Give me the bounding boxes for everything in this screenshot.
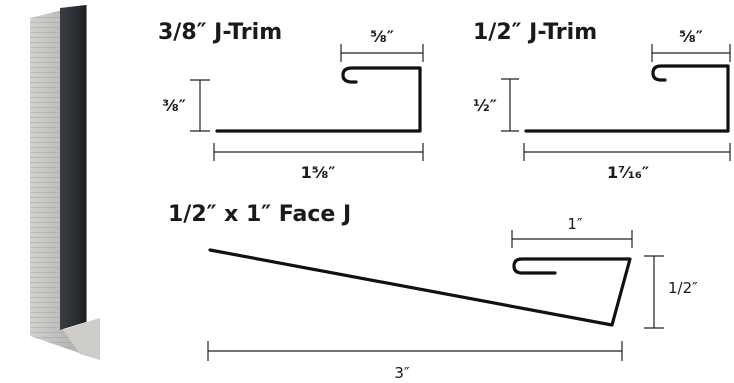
trim-38-title: 3/8″ J-Trim: [158, 20, 282, 45]
trim-38-top-dim-label: ⅝″: [370, 27, 394, 46]
trim-dark-flange: [60, 5, 86, 330]
trim-12-profile: [524, 64, 730, 133]
trim-38-side-dim-label: ⅜″: [162, 96, 186, 115]
j-trim-photo: [30, 5, 100, 360]
face-j-side-dim-label: 1/2″: [668, 279, 698, 297]
trim-38-bottom-dim-label: 1⅝″: [301, 163, 336, 182]
trim-12-top-dim-label: ⅝″: [679, 27, 703, 46]
trim-face-ribs: [30, 10, 100, 360]
trim-12-title: 1/2″ J-Trim: [473, 20, 597, 45]
trim-lower-return: [63, 318, 100, 360]
trim-12-side-dim-label: ½″: [473, 96, 497, 115]
face-j-profile: [208, 248, 632, 327]
trim-38-profile: [215, 66, 422, 133]
face-j-bottom-dim-label: 3″: [394, 364, 410, 382]
trim-38-diagram: 3/8″ J-Trim ⅝″ ⅜″ 1⅝″: [158, 20, 424, 182]
face-j-title: 1/2″ x 1″ Face J: [168, 202, 351, 227]
face-j-top-dim-label: 1″: [567, 215, 583, 233]
trim-12-diagram: 1/2″ J-Trim ⅝″ ½″ 1⁷⁄₁₆″: [473, 20, 731, 182]
face-j-diagram: 1/2″ x 1″ Face J 1″ 1/2″ 3″: [168, 202, 698, 382]
trim-12-bottom-dim-label: 1⁷⁄₁₆″: [607, 163, 649, 182]
